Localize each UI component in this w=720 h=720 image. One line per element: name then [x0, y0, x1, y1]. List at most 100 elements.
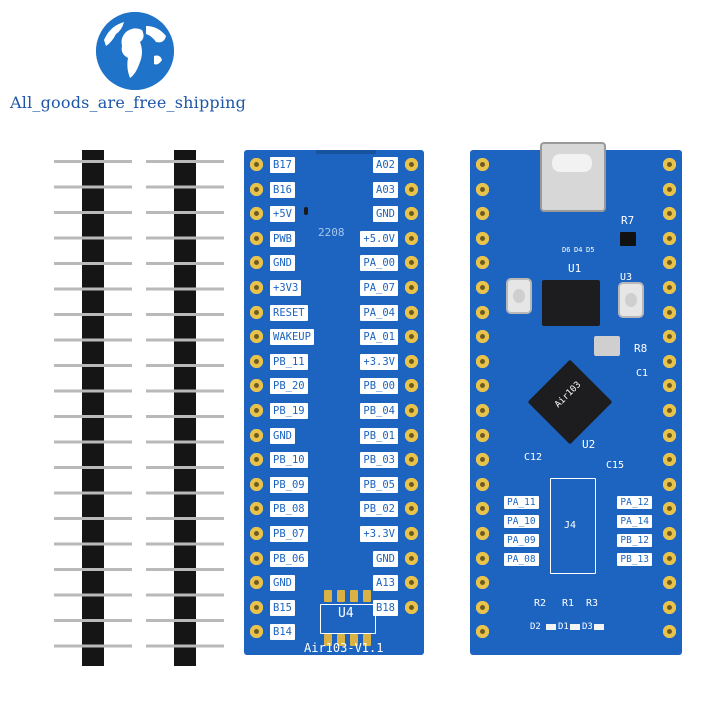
led-d1: [570, 624, 580, 630]
header-pin: [146, 542, 224, 546]
footprint-pad: [363, 634, 371, 646]
footprint-pad: [350, 634, 358, 646]
pad: [476, 600, 489, 614]
header-pin: [146, 211, 224, 214]
reset-button[interactable]: [508, 280, 530, 312]
header-label: PA_14: [617, 515, 652, 528]
header-label: PB_13: [617, 553, 652, 566]
pad: [663, 453, 676, 467]
pad: [250, 305, 263, 319]
pin-label: +5V: [270, 206, 295, 223]
designator-r7: R7: [621, 214, 635, 227]
boot-button[interactable]: [620, 284, 642, 316]
pad: [250, 600, 263, 614]
u4-footprint: [320, 604, 376, 634]
pad: [250, 576, 263, 590]
pin-label: A02: [373, 157, 398, 173]
pad: [476, 576, 489, 590]
pin-label: PB_19: [270, 403, 308, 419]
pad: [476, 231, 489, 245]
designator-r8: R8: [634, 342, 648, 355]
pad: [405, 231, 418, 245]
designator-u2: U2: [582, 438, 596, 451]
pad: [405, 527, 418, 540]
usb-c-connector: [540, 142, 606, 212]
pad: [476, 354, 489, 368]
pin-label: PA_04: [360, 304, 398, 321]
pin-label: PB_08: [270, 501, 308, 518]
header-pin: [146, 568, 224, 571]
pin-label: A03: [373, 181, 398, 198]
footprint-pad: [324, 590, 332, 602]
pad: [250, 281, 263, 294]
header-label: PA_10: [504, 515, 539, 528]
pad: [250, 404, 263, 417]
pad: [476, 379, 489, 393]
board-front: R7 D6 D4 D5 U1 U3 R8 C1 Air103 U2 C12 C1…: [470, 142, 682, 655]
pad: [250, 551, 263, 565]
pin-label: PA_00: [360, 255, 398, 272]
pin-label: PA_07: [360, 280, 398, 296]
header-label: PA_09: [504, 534, 539, 547]
pad: [405, 305, 418, 319]
pad: [663, 625, 676, 639]
header-label: PA_08: [504, 553, 539, 566]
pin-label: B17: [270, 157, 295, 173]
designator-r2: R2: [534, 598, 547, 609]
pin-label: PB_01: [360, 427, 398, 444]
pad: [405, 404, 418, 417]
designator-d1: D1: [558, 622, 569, 632]
header-pin: [146, 593, 224, 597]
header-pin: [146, 440, 224, 444]
header-pin: [54, 160, 132, 163]
pin-label: B15: [270, 599, 295, 616]
header-label: PA_12: [617, 496, 652, 509]
j4-footprint: [550, 478, 596, 574]
pad: [250, 158, 263, 171]
designator-j4: J4: [564, 520, 577, 531]
header-pin: [146, 287, 224, 291]
pad: [405, 379, 418, 393]
pad: [476, 330, 489, 344]
header-pin: [146, 338, 224, 342]
pin-label: RESET: [270, 304, 308, 321]
header-pin: [54, 262, 132, 265]
pad: [663, 158, 676, 171]
pad: [405, 477, 418, 491]
led-d3: [594, 624, 604, 630]
header-pin: [146, 415, 224, 418]
designator-u3: U3: [620, 272, 633, 283]
header-pin: [146, 491, 224, 495]
header-body-2: [174, 150, 196, 666]
pad: [663, 428, 676, 442]
pad: [663, 600, 676, 614]
pad: [663, 551, 676, 565]
header-pin: [146, 262, 224, 265]
pad: [405, 256, 418, 270]
designator-c15: C15: [606, 460, 625, 471]
pin-label: PB_10: [270, 452, 308, 469]
pad: [250, 502, 263, 516]
header-pin: [54, 185, 132, 189]
pin-label: +3.3V: [360, 353, 398, 370]
mcu-chip: [527, 359, 613, 445]
footprint-pad: [363, 590, 371, 602]
pad: [405, 600, 418, 614]
model-label: Air103-V1.1: [304, 641, 384, 655]
header-pin: [54, 517, 132, 520]
pad: [663, 182, 676, 196]
header-pin: [146, 313, 224, 316]
pad: [405, 502, 418, 516]
designator-d2: D2: [530, 622, 541, 632]
header-pin: [54, 466, 132, 469]
designator-d5: D5: [586, 246, 595, 254]
pad: [663, 207, 676, 221]
header-pin: [54, 491, 132, 495]
chip-u1: [542, 280, 600, 326]
pad: [405, 576, 418, 590]
pad: [663, 231, 676, 245]
header-pin: [54, 313, 132, 316]
pin-label: PA_01: [360, 329, 398, 346]
pad: [476, 158, 489, 171]
